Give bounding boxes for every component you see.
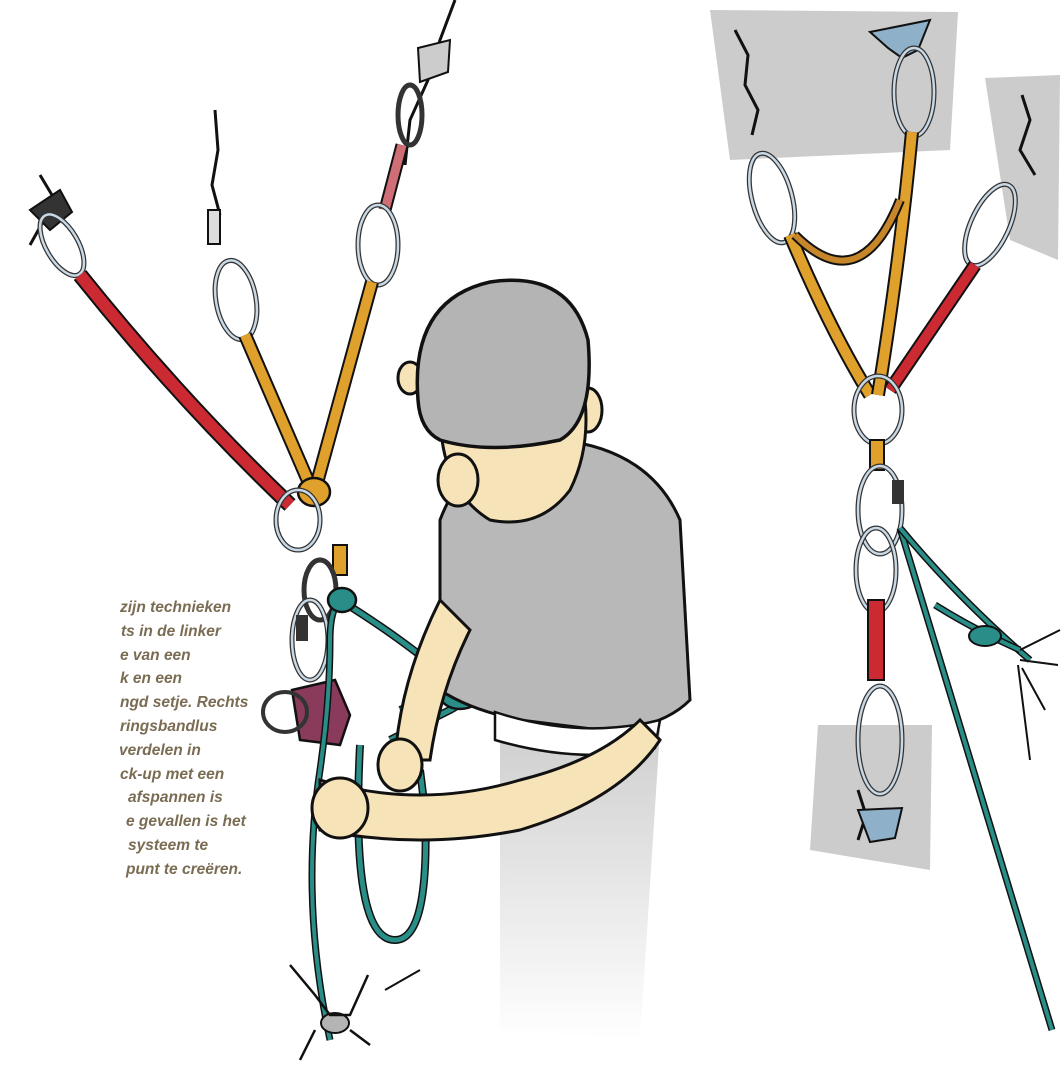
knot-icon: [969, 626, 1001, 646]
carabiner-icon: [276, 490, 320, 550]
hand-icon: [1018, 630, 1060, 760]
caption-line: verdelen in: [0, 739, 260, 763]
caption-line: ts in de linker: [0, 620, 260, 644]
caption-line: e gevallen is het: [0, 810, 260, 834]
climber-hand-icon: [378, 739, 422, 791]
right-anchor-diagram: [710, 10, 1060, 1030]
rock-panel-bottom: [810, 725, 932, 870]
caption-line: k en een: [0, 667, 260, 691]
caption-line: zijn technieken: [0, 596, 260, 620]
caption-line: ngd setje. Rechts: [0, 691, 260, 715]
crack-icon: [385, 970, 420, 990]
cam-icon: [208, 210, 220, 244]
carabiner-icon: [31, 208, 93, 283]
rock-panel-right: [985, 75, 1060, 260]
locking-carabiner-icon: [858, 466, 902, 554]
carabiner-icon: [209, 257, 262, 343]
small-climber-icon: [290, 965, 370, 1060]
climber-hand-icon: [312, 778, 368, 838]
caption-line: e van een: [0, 644, 260, 668]
caption-line: ringsbandlus: [0, 715, 260, 739]
helmet-icon: [417, 280, 589, 447]
locking-gate-icon: [296, 615, 308, 641]
sling-orange: [333, 545, 347, 575]
left-anchor-scene: [30, 0, 690, 1060]
sling-red: [890, 265, 975, 390]
sling-orange: [795, 200, 900, 261]
caption-line: afspannen is: [0, 786, 260, 810]
caption-line: systeem te: [0, 834, 260, 858]
knot-icon: [328, 588, 356, 612]
sling-orange: [315, 282, 372, 490]
sling-red: [868, 600, 884, 680]
climber-nose: [438, 454, 478, 506]
crack-icon: [405, 0, 455, 165]
caption-text: zijn technieken ts in de linker e van ee…: [0, 596, 260, 882]
carabiner-icon: [358, 205, 398, 285]
caption-line: punt te creëren.: [0, 858, 260, 882]
quickdraw-icon: [398, 85, 422, 145]
locking-gate-icon: [892, 480, 904, 504]
crack-icon: [212, 110, 220, 215]
caption-line: ck-up met een: [0, 763, 260, 787]
bolt-hanger-icon: [418, 40, 450, 82]
